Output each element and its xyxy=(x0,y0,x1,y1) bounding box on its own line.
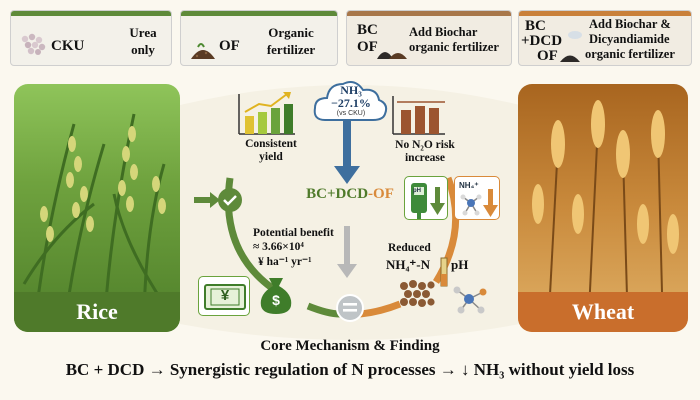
check-mark-icon xyxy=(223,195,237,206)
treatment-desc-line3: organic fertilizer xyxy=(585,47,675,61)
n2o-label-line1: No N₂O risk xyxy=(395,139,455,151)
ph-indicator-box: pH xyxy=(404,176,448,220)
n2o-bars-icon xyxy=(392,96,445,135)
treatment-desc-line1: Organic xyxy=(268,25,314,40)
biochar-pile-icon xyxy=(377,52,407,59)
ph-badge: pH xyxy=(413,188,421,194)
treatment-desc: Add Biochar organic fertilizer xyxy=(409,25,499,54)
yen-symbol: ¥ xyxy=(220,287,230,304)
dcd-crystals-icon xyxy=(568,31,582,39)
treatment-of-box: OF Organic fertilizer xyxy=(180,10,338,66)
biochar-pile-icon xyxy=(560,55,580,62)
yield-label-line1: Consistent xyxy=(245,138,297,150)
central-treatment-title: BC+DCD-OF xyxy=(283,186,417,203)
benefit-line3: ¥ ha⁻¹ yr⁻¹ xyxy=(258,256,312,268)
orange-cycle-arc-bottom xyxy=(359,300,402,318)
blue-arrow-shaft xyxy=(343,112,351,168)
treatment-code-line1: BC xyxy=(525,18,546,34)
footer-statement: BC + DCD → Synergistic regulation of N p… xyxy=(65,360,635,379)
grey-arrow-shaft xyxy=(344,226,350,266)
treatment-desc-line1: Add Biochar & xyxy=(589,17,671,31)
treatment-code-line1: BC xyxy=(357,22,378,38)
check-circle-icon xyxy=(218,188,242,212)
yield-label-line2: yield xyxy=(259,151,283,163)
treatment-bc-of-box: BC OF Add Biochar organic fertilizer xyxy=(346,10,512,66)
nh4-n-label: NH₄⁺-N xyxy=(386,257,430,272)
treatment-code-line3: OF xyxy=(537,48,558,64)
money-bag-icon xyxy=(260,278,292,314)
ammonia-cloud-icon xyxy=(313,81,388,121)
banknote-box: ¥ xyxy=(198,276,250,316)
equals-circle-icon xyxy=(336,294,364,322)
treatment-code-line2: OF xyxy=(357,39,378,55)
soil-granules-icon xyxy=(400,280,435,307)
nh4-badge: NH₄⁺ xyxy=(459,181,479,190)
nh4-indicator-box: NH₄⁺ xyxy=(454,176,500,220)
treatment-code: CKU xyxy=(51,38,85,54)
ammonia-ref: (vs CKU) xyxy=(336,110,366,117)
treatment-desc-line1: Urea xyxy=(129,25,157,40)
compost-pile-icon xyxy=(191,43,215,59)
treatment-code-line2: +DCD xyxy=(521,33,563,49)
reduced-label: Reduced xyxy=(388,242,431,254)
rice-photo: Rice xyxy=(14,84,180,332)
grey-arrow-head xyxy=(337,264,357,278)
equals-bar-top xyxy=(343,303,357,306)
n2o-label-line2: increase xyxy=(404,152,446,164)
green-cycle-arc-bottom xyxy=(306,302,341,318)
entry-arrow-head xyxy=(210,192,220,208)
treatment-cku-box: CKU Urea only xyxy=(10,10,172,66)
ammonium-molecule-icon xyxy=(453,286,487,314)
yield-bars-icon xyxy=(238,92,295,135)
wheat-label: Wheat xyxy=(518,292,688,332)
dash-separator: - xyxy=(368,186,374,202)
treatment-bc: BC xyxy=(306,186,327,202)
treatment-bc-dcd-of-box: BC +DCD OF Add Biochar & Dicyandiamide o… xyxy=(518,10,692,66)
treatment-desc-line2: Dicyandiamide xyxy=(589,32,670,46)
treatment-of: OF xyxy=(373,186,394,202)
ammonia-change: −27.1% xyxy=(331,96,371,110)
treatment-desc-line2: only xyxy=(131,42,155,57)
blue-arrow-head xyxy=(334,166,360,184)
ph-label: pH xyxy=(451,257,469,272)
benefit-line1: Potential benefit xyxy=(253,227,334,239)
ammonia-label: NH₃ xyxy=(340,83,362,97)
treatment-desc-line2: fertilizer xyxy=(266,42,316,57)
benefit-line2: ≈ 3.66×10⁴ xyxy=(253,241,304,253)
ph-scale-icon xyxy=(440,257,448,287)
nh4-molecule-icon xyxy=(460,189,498,217)
dollar-symbol: $ xyxy=(272,292,280,308)
plus-separator: + xyxy=(326,186,336,202)
footer-title: Core Mechanism & Finding xyxy=(260,338,440,354)
equals-bar-bottom xyxy=(343,309,357,312)
rice-label: Rice xyxy=(14,292,180,332)
treatment-code: OF xyxy=(219,38,240,54)
wheat-photo: Wheat xyxy=(518,84,688,332)
banknote-icon xyxy=(204,284,246,310)
urea-granules-icon xyxy=(21,33,46,55)
ph-meter-icon xyxy=(411,183,445,219)
treatment-dcd: DCD xyxy=(335,186,369,202)
